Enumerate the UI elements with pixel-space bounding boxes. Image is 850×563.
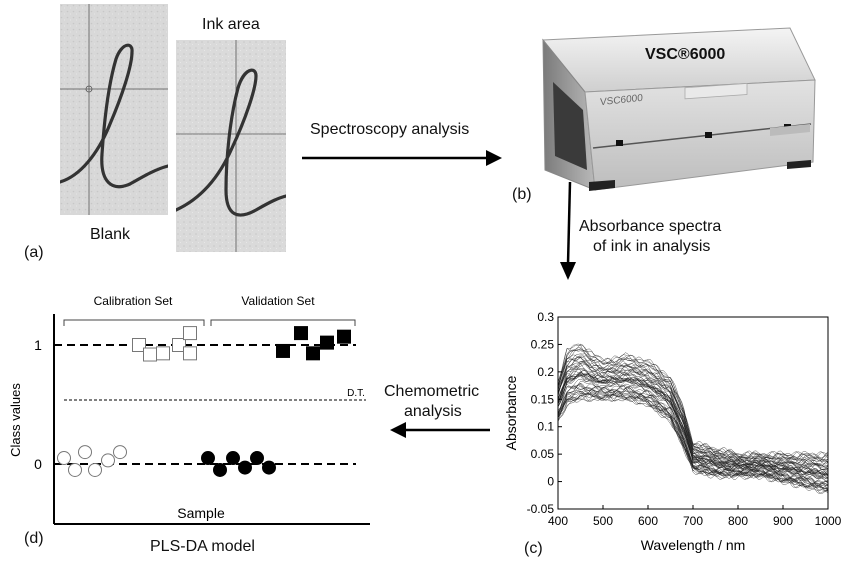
y-tick-label: 0.3	[537, 310, 554, 324]
pls-da-chart: Calibration Set Validation Set 1 0 D.T. …	[8, 294, 370, 525]
calibration-class0-marker	[68, 462, 82, 477]
y-tick-label: 0.05	[531, 447, 555, 461]
calibration-class0-marker	[57, 451, 71, 466]
panel-c-tag: (c)	[524, 540, 543, 557]
sample-axis-label: Sample	[177, 505, 225, 521]
spectrum-line	[557, 362, 829, 471]
spectra-x-axis-label: Wavelength / nm	[641, 537, 746, 553]
chemometric-arrow	[390, 422, 490, 438]
validation-class0-marker	[262, 460, 276, 475]
blank-label: Blank	[90, 226, 131, 243]
spectrum-line	[557, 389, 829, 491]
absorbance-arrow	[560, 181, 576, 280]
validation-bracket	[210, 319, 356, 326]
decision-threshold-label: D.T.	[347, 388, 365, 399]
validation-class1-marker	[337, 329, 351, 344]
ink-area-photo	[174, 40, 288, 252]
spectrum-line	[557, 394, 829, 492]
spectrum-line	[557, 343, 829, 460]
y-tick-label: -0.05	[527, 502, 555, 516]
calibration-class0-marker	[101, 453, 115, 468]
y-tick-label: 0.15	[531, 392, 555, 406]
spectrum-line	[557, 391, 829, 491]
validation-class1-marker	[306, 346, 320, 361]
y-tick-label: 0.2	[537, 365, 554, 379]
absorbance-spectra-chart: 400 500 600 700 800 900 1000 -0.05 0 0.05 0.1 0.15 0…	[503, 310, 842, 553]
spectrum-line	[557, 373, 829, 478]
absorbance-arrow-label-2: of ink in analysis	[593, 238, 711, 255]
spectroscopy-arrow-label: Spectroscopy analysis	[310, 121, 470, 138]
validation-class0-marker	[250, 451, 264, 466]
spectrum-line	[557, 359, 829, 467]
calibration-class1-marker	[143, 347, 157, 362]
validation-class0-marker	[226, 451, 240, 466]
spectrum-line	[557, 373, 829, 480]
x-tick-label: 400	[548, 514, 568, 528]
validation-class0-marker	[201, 451, 215, 466]
x-tick-label: 1000	[815, 514, 842, 528]
calibration-class0-marker	[78, 445, 92, 460]
y-tick-label: 0.1	[537, 420, 554, 434]
calibration-set-label: Calibration Set	[94, 294, 173, 308]
panel-b-tag: (b)	[512, 186, 532, 203]
spectrum-line	[557, 389, 829, 490]
chemometric-arrow-label-1: Chemometric	[384, 383, 480, 400]
validation-class1-marker	[276, 343, 290, 358]
x-tick-label: 700	[683, 514, 703, 528]
validation-class0-marker	[238, 460, 252, 475]
calibration-class0-marker	[88, 462, 102, 477]
validation-class0-marker	[213, 462, 227, 477]
spectrum-line	[557, 394, 829, 494]
x-tick-label: 900	[773, 514, 793, 528]
spectrum-line	[557, 356, 829, 467]
y-tick-label: 0.25	[531, 337, 555, 351]
spectrum-line	[557, 347, 829, 459]
validation-class1-marker	[294, 326, 308, 341]
spectroscopy-arrow	[302, 150, 502, 166]
calibration-class1-marker	[183, 346, 197, 361]
absorbance-arrow-label-1: Absorbance spectra	[579, 218, 722, 235]
vsc6000-device	[541, 27, 816, 191]
x-tick-label: 600	[638, 514, 658, 528]
spectrum-line	[557, 371, 829, 476]
spectrum-line	[557, 391, 829, 492]
x-tick-label: 500	[593, 514, 613, 528]
calibration-class1-marker	[183, 326, 197, 341]
panel-d-tag: (d)	[24, 530, 44, 547]
y-tick-0: 0	[34, 456, 42, 472]
calibration-class0-marker	[113, 445, 127, 460]
class-values-axis-label: Class values	[8, 383, 23, 457]
validation-class1-marker	[320, 335, 334, 350]
y-tick-label: 0	[547, 475, 554, 489]
calibration-bracket	[63, 319, 205, 326]
spectra-y-axis-label: Absorbance	[503, 375, 519, 450]
plsda-model-label: PLS-DA model	[150, 538, 255, 555]
ink-area-label: Ink area	[202, 16, 260, 33]
device-name-label: VSC®6000	[645, 46, 726, 63]
blank-photo	[58, 4, 170, 215]
validation-set-label: Validation Set	[241, 294, 315, 308]
y-tick-1: 1	[34, 337, 42, 353]
calibration-class1-marker	[172, 338, 186, 352]
spectrum-line	[557, 343, 829, 459]
x-tick-label: 800	[728, 514, 748, 528]
chemometric-arrow-label-2: analysis	[404, 403, 462, 420]
calibration-class1-marker	[132, 338, 146, 352]
panel-a-tag: (a)	[24, 244, 44, 261]
calibration-class1-marker	[156, 346, 170, 361]
spectrum-line	[557, 356, 829, 465]
